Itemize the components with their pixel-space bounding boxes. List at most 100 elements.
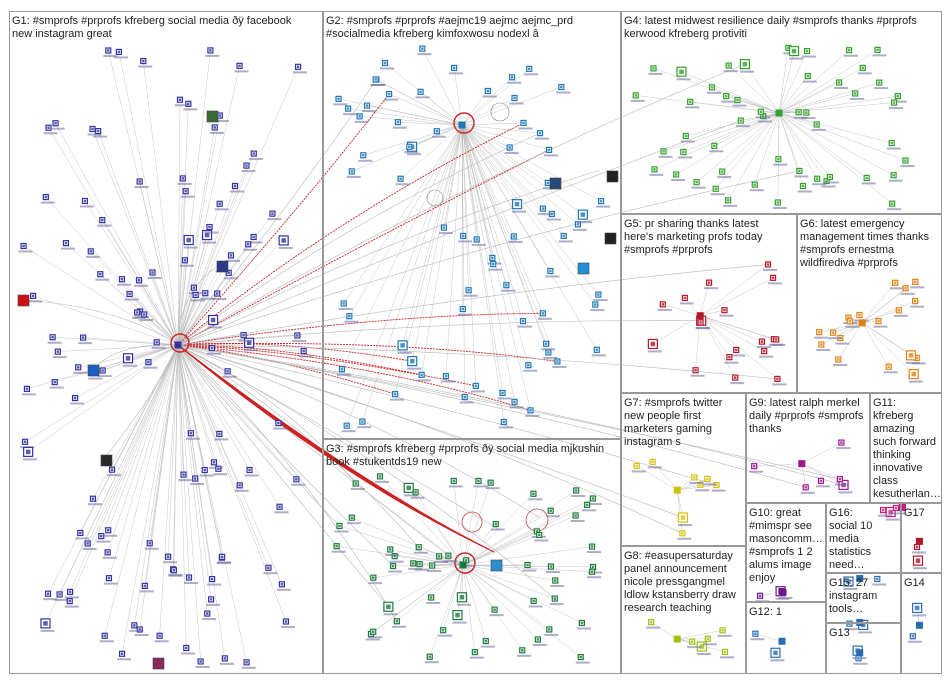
node[interactable]	[535, 131, 549, 140]
node[interactable]	[178, 176, 192, 185]
node[interactable]	[671, 172, 685, 181]
node[interactable]	[646, 620, 660, 629]
hub-node[interactable]	[460, 562, 467, 569]
node[interactable]	[385, 547, 399, 556]
node[interactable]	[773, 200, 787, 209]
node[interactable]	[873, 319, 887, 328]
node[interactable]	[894, 308, 908, 317]
node[interactable]	[470, 650, 484, 659]
node[interactable]	[719, 308, 733, 317]
node[interactable]	[117, 651, 131, 660]
node[interactable]	[19, 243, 33, 252]
node[interactable]	[339, 301, 353, 310]
node[interactable]	[770, 648, 784, 661]
avatar-node[interactable]	[491, 560, 502, 571]
node[interactable]	[543, 350, 557, 359]
node[interactable]	[155, 633, 169, 642]
node[interactable]	[756, 109, 770, 118]
node[interactable]	[587, 544, 601, 553]
node[interactable]	[371, 77, 385, 86]
node[interactable]	[43, 125, 57, 134]
node[interactable]	[241, 163, 255, 172]
node[interactable]	[873, 47, 887, 56]
node[interactable]	[471, 383, 485, 392]
hub-node[interactable]	[779, 588, 786, 595]
node[interactable]	[443, 553, 457, 562]
node[interactable]	[523, 363, 537, 372]
node[interactable]	[541, 341, 555, 350]
node[interactable]	[509, 234, 523, 243]
node[interactable]	[801, 110, 815, 119]
node[interactable]	[685, 99, 699, 108]
node[interactable]	[490, 607, 504, 616]
node[interactable]	[134, 278, 148, 287]
avatar-node[interactable]	[18, 295, 29, 306]
node[interactable]	[593, 292, 607, 301]
node[interactable]	[344, 314, 358, 323]
node[interactable]	[825, 174, 839, 183]
node[interactable]	[772, 376, 786, 385]
avatar-node[interactable]	[605, 233, 616, 244]
node[interactable]	[590, 302, 604, 311]
node[interactable]	[812, 122, 826, 131]
hub-node[interactable]	[674, 636, 681, 643]
node[interactable]	[501, 283, 515, 292]
node[interactable]	[862, 175, 876, 184]
node[interactable]	[544, 147, 558, 156]
node[interactable]	[80, 198, 94, 207]
node[interactable]	[117, 277, 131, 286]
node[interactable]	[441, 374, 455, 383]
node[interactable]	[452, 611, 466, 624]
node[interactable]	[801, 485, 815, 494]
node[interactable]	[757, 339, 771, 348]
node[interactable]	[912, 544, 926, 553]
node[interactable]	[577, 620, 591, 629]
node[interactable]	[249, 151, 263, 160]
node[interactable]	[223, 369, 237, 378]
node[interactable]	[28, 293, 42, 302]
node[interactable]	[277, 582, 291, 591]
node[interactable]	[205, 48, 219, 57]
node[interactable]	[547, 211, 561, 220]
node[interactable]	[546, 564, 560, 573]
node[interactable]	[773, 157, 787, 166]
node[interactable]	[491, 522, 505, 531]
node[interactable]	[834, 80, 848, 89]
node[interactable]	[749, 464, 763, 473]
node[interactable]	[816, 342, 830, 351]
node[interactable]	[245, 467, 259, 476]
node[interactable]	[573, 222, 587, 231]
node[interactable]	[483, 89, 497, 98]
node[interactable]	[681, 134, 695, 143]
node[interactable]	[659, 149, 673, 158]
node[interactable]	[912, 603, 926, 616]
node[interactable]	[578, 210, 592, 223]
node[interactable]	[816, 478, 830, 487]
node[interactable]	[689, 475, 703, 484]
node[interactable]	[123, 354, 137, 367]
hub-node[interactable]	[779, 638, 786, 645]
node[interactable]	[544, 627, 558, 636]
node[interactable]	[711, 186, 725, 195]
hub-node[interactable]	[856, 649, 863, 656]
node[interactable]	[518, 319, 532, 328]
node[interactable]	[887, 201, 901, 210]
node[interactable]	[676, 67, 690, 80]
node[interactable]	[73, 365, 87, 374]
node[interactable]	[498, 390, 512, 399]
node[interactable]	[70, 396, 84, 405]
node[interactable]	[215, 201, 229, 210]
node[interactable]	[510, 399, 524, 408]
node[interactable]	[163, 554, 177, 563]
node[interactable]	[65, 599, 79, 608]
node[interactable]	[181, 645, 195, 654]
node[interactable]	[375, 474, 389, 483]
node[interactable]	[798, 184, 812, 193]
node[interactable]	[50, 380, 64, 389]
node[interactable]	[703, 636, 717, 645]
node[interactable]	[103, 528, 117, 537]
node[interactable]	[334, 96, 348, 105]
node[interactable]	[291, 477, 305, 486]
node[interactable]	[740, 60, 754, 73]
node[interactable]	[140, 583, 154, 592]
